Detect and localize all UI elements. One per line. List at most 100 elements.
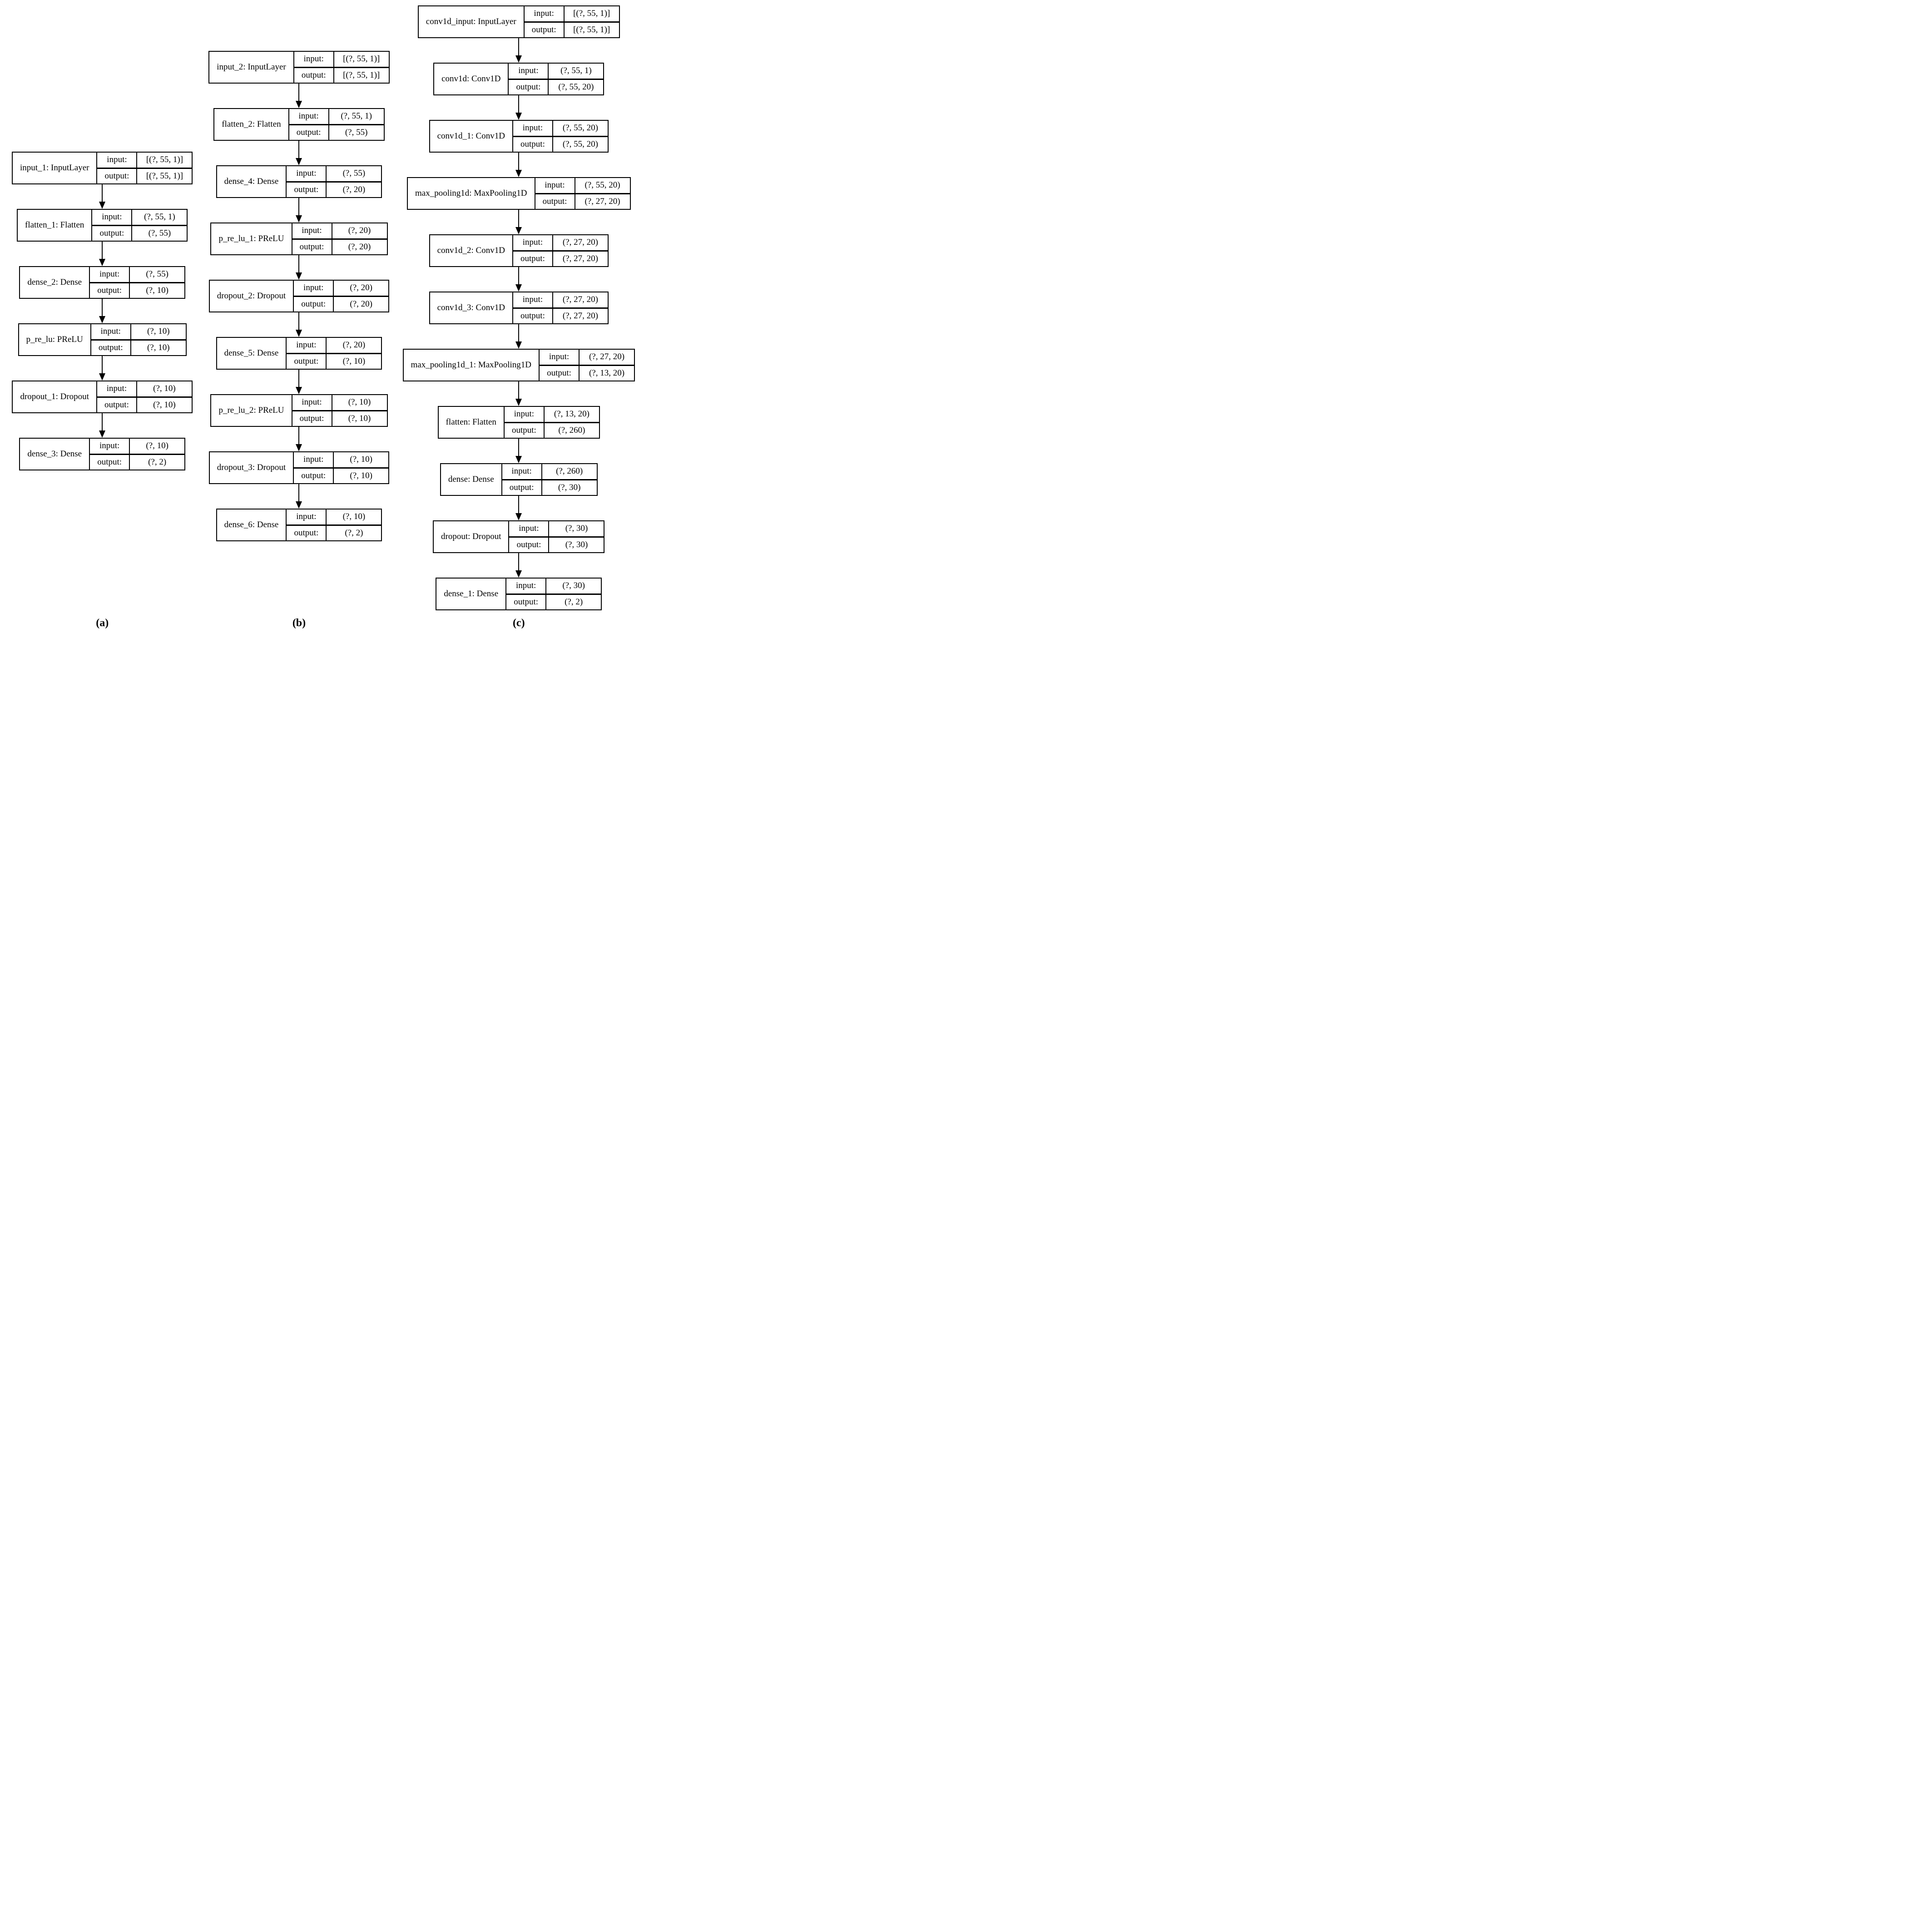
neural-network-architecture-figure: input_1: InputLayer input: [(?, 55, 1)] …: [0, 0, 644, 643]
input-shape: (?, 13, 20): [554, 409, 590, 419]
output-row: output: [(?, 55, 1)]: [97, 167, 192, 183]
layer-name-cell: max_pooling1d: MaxPooling1D: [408, 178, 534, 209]
layer-io-table: input: [(?, 55, 1)] output: [(?, 55, 1)]: [523, 6, 619, 37]
layer-node: input_2: InputLayer input: [(?, 55, 1)] …: [208, 51, 390, 84]
layer-node-wrap: conv1d_input: InputLayer input: [(?, 55,…: [417, 5, 620, 63]
layer-name: p_re_lu_1: PReLU: [218, 234, 284, 243]
input-shape-cell: (?, 55, 1): [329, 109, 384, 124]
arrow-line: [102, 184, 103, 203]
arrow-line: [518, 439, 520, 458]
layer-name-cell: dense_6: Dense: [217, 509, 286, 540]
input-shape: (?, 27, 20): [589, 352, 625, 362]
layer-name: input_2: InputLayer: [217, 62, 286, 72]
layer-stack-b: input_2: InputLayer input: [(?, 55, 1)] …: [208, 51, 390, 541]
output-label-cell: output:: [509, 537, 550, 552]
layer-node: dense_3: Dense input: (?, 10) output:: [19, 438, 186, 470]
input-row: input: (?, 30): [509, 521, 604, 536]
input-label: input:: [515, 581, 536, 591]
flow-arrow: [295, 141, 302, 165]
input-shape-cell: [(?, 55, 1)]: [334, 52, 389, 67]
input-row: input: (?, 13, 20): [505, 407, 599, 422]
output-shape-cell: (?, 10): [137, 398, 192, 413]
input-shape: (?, 55, 1): [341, 111, 372, 121]
input-label-cell: input:: [294, 452, 334, 467]
layer-node-wrap: flatten_2: Flatten input: (?, 55, 1) out…: [213, 108, 385, 165]
arrow-line: [102, 242, 103, 261]
input-shape-cell: (?, 55, 1): [549, 64, 603, 79]
arrow-head-icon: [515, 284, 522, 292]
input-label: input:: [302, 397, 322, 407]
output-label-cell: output:: [97, 168, 138, 183]
output-row: output: (?, 27, 20): [535, 193, 630, 209]
layer-node-wrap: p_re_lu: PReLU input: (?, 10) output:: [18, 323, 187, 381]
input-label: input:: [296, 512, 317, 522]
layer-node-wrap: conv1d: Conv1D input: (?, 55, 1) output:: [433, 63, 604, 120]
arrow-line: [298, 312, 300, 331]
input-label-cell: input:: [535, 178, 575, 193]
output-shape-cell: (?, 27, 20): [553, 252, 608, 267]
input-label-cell: input:: [91, 324, 131, 339]
layer-io-table: input: (?, 30) output: (?, 30): [508, 521, 604, 552]
arrow-head-icon: [296, 101, 302, 108]
output-label-cell: output:: [294, 297, 334, 312]
layer-node: dropout_3: Dropout input: (?, 10) output…: [208, 451, 390, 484]
layer-name: dense_2: Dense: [27, 277, 82, 287]
layer-node: flatten: Flatten input: (?, 13, 20) outp…: [437, 406, 600, 439]
layer-name-cell: dense_2: Dense: [20, 267, 89, 298]
layer-node-wrap: dense_2: Dense input: (?, 55) output:: [19, 266, 186, 323]
input-shape: (?, 10): [153, 384, 176, 394]
model-diagram-b: input_2: InputLayer input: [(?, 55, 1)] …: [195, 5, 402, 637]
input-shape: (?, 55, 20): [562, 123, 598, 133]
output-label: output:: [104, 171, 129, 181]
output-label-cell: output:: [535, 194, 575, 209]
layer-node-wrap: dropout_2: Dropout input: (?, 20) output…: [208, 280, 390, 337]
input-shape-cell: (?, 55, 1): [132, 210, 187, 225]
layer-node: max_pooling1d_1: MaxPooling1D input: (?,…: [402, 349, 635, 381]
layer-name: dropout_2: Dropout: [217, 291, 286, 301]
input-shape-cell: (?, 10): [131, 324, 186, 339]
output-label: output:: [301, 70, 326, 80]
layer-node-wrap: dropout: Dropout input: (?, 30) output:: [433, 520, 605, 578]
input-label-cell: input:: [97, 153, 138, 168]
layer-node: conv1d: Conv1D input: (?, 55, 1) output:: [433, 63, 604, 95]
layer-node-wrap: dense_5: Dense input: (?, 20) output:: [216, 337, 382, 394]
output-label-cell: output:: [294, 468, 334, 483]
input-shape: (?, 20): [350, 283, 373, 293]
layer-io-table: input: (?, 27, 20) output: (?, 27, 20): [512, 235, 608, 266]
input-shape-cell: (?, 20): [332, 223, 387, 238]
input-label-cell: input:: [513, 292, 553, 307]
layer-io-table: input: (?, 10) output: (?, 10): [293, 452, 389, 483]
input-label: input:: [99, 441, 120, 451]
arrow-line: [102, 356, 103, 375]
output-label-cell: output:: [292, 239, 332, 254]
layer-name-cell: dropout: Dropout: [434, 521, 508, 552]
input-shape-cell: (?, 10): [332, 395, 387, 410]
output-shape-cell: (?, 27, 20): [575, 194, 630, 209]
input-shape: (?, 55, 20): [585, 180, 620, 190]
layer-node-wrap: conv1d_1: Conv1D input: (?, 55, 20) outp…: [429, 120, 609, 177]
layer-node: conv1d_2: Conv1D input: (?, 27, 20) outp…: [429, 234, 609, 267]
output-label-cell: output:: [540, 366, 580, 381]
input-shape: (?, 55, 1): [144, 212, 175, 222]
output-shape: (?, 10): [153, 400, 176, 410]
layer-node-wrap: max_pooling1d: MaxPooling1D input: (?, 5…: [407, 177, 631, 234]
layer-io-table: input: (?, 55, 1) output: (?, 55): [288, 109, 384, 140]
arrow-head-icon: [515, 55, 522, 63]
input-row: input: (?, 55, 1): [92, 210, 187, 225]
output-shape: (?, 55): [345, 127, 368, 137]
layer-io-table: input: (?, 27, 20) output: (?, 27, 20): [512, 292, 608, 323]
output-row: output: (?, 55): [92, 224, 187, 241]
layer-node-wrap: input_2: InputLayer input: [(?, 55, 1)] …: [208, 51, 390, 108]
output-label: output:: [520, 311, 545, 321]
layer-io-table: input: (?, 27, 20) output: (?, 13, 20): [539, 350, 634, 381]
arrow-head-icon: [296, 387, 302, 394]
layer-io-table: input: (?, 55, 1) output: (?, 55): [91, 210, 187, 241]
layer-node-wrap: dropout_3: Dropout input: (?, 10) output…: [208, 451, 390, 509]
input-shape: (?, 20): [342, 340, 366, 350]
layer-name: conv1d_1: Conv1D: [437, 131, 505, 141]
input-label-cell: input:: [90, 439, 130, 454]
output-label: output:: [294, 356, 319, 366]
model-diagram-c: conv1d_input: InputLayer input: [(?, 55,…: [402, 5, 635, 637]
input-shape-cell: (?, 10): [137, 381, 192, 396]
layer-name: dense_1: Dense: [444, 589, 499, 598]
